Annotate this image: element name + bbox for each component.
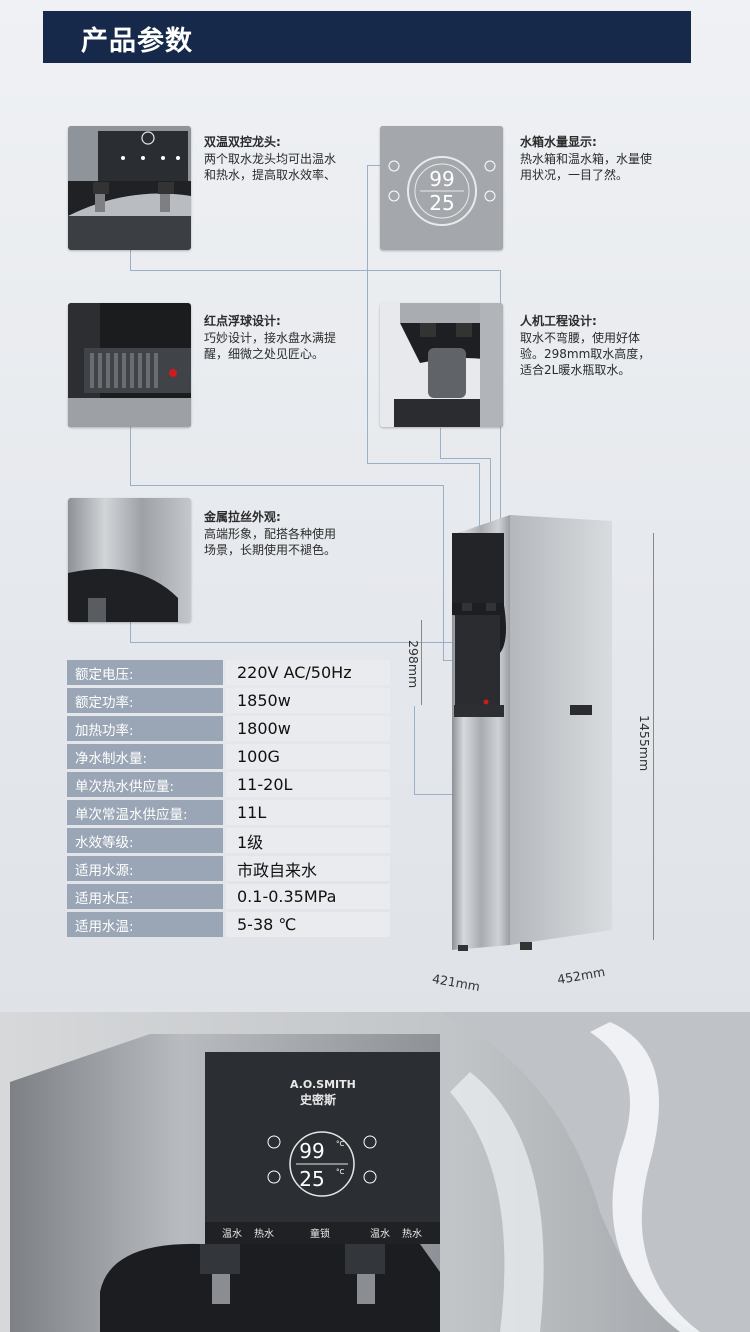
spec-row: 水效等级:1级 (67, 828, 390, 853)
connector-line (414, 706, 415, 794)
connector-line (130, 250, 131, 270)
connector-line (367, 165, 381, 166)
metal-body-thumbnail (68, 498, 191, 622)
brand-en: A.O.SMITH (290, 1078, 356, 1091)
spec-label: 适用水源: (67, 856, 223, 881)
feature-desc: 两个取水龙头均可出温水和热水，提高取水效率、 (204, 152, 337, 182)
panel-button-hot: 热水 (254, 1227, 274, 1240)
display-top-value: 99 (429, 167, 454, 191)
display-bottom-unit: °C (336, 1168, 345, 1176)
spec-value: 1850w (226, 688, 390, 713)
spec-label: 加热功率: (67, 716, 223, 741)
product-parameters-section: 产品参数 双温双控龙头: 两 (0, 0, 750, 1012)
feature-desc: 高端形象，配搭各种使用场景，长期使用不褪色。 (204, 527, 337, 557)
spec-row: 净水制水量:100G (67, 744, 390, 769)
spec-label: 净水制水量: (67, 744, 223, 769)
connector-line (367, 463, 479, 464)
ergonomic-thumbnail (380, 303, 503, 427)
tap-height-dimension-line (421, 620, 422, 705)
feature-desc: 热水箱和温水箱，水量使用状况，一目了然。 (520, 152, 653, 182)
feature-title: 双温双控龙头: (204, 135, 281, 149)
spec-value: 1级 (226, 828, 390, 853)
spec-label: 适用水温: (67, 912, 223, 937)
height-dimension: 1455mm (637, 715, 652, 772)
display-top: 99 (299, 1139, 324, 1163)
feature-title: 红点浮球设计: (204, 314, 281, 328)
connector-line (443, 485, 444, 660)
spec-value: 5-38 ℃ (226, 912, 390, 937)
drip-tray-thumbnail (68, 303, 191, 427)
closeup-photo: A.O.SMITH 史密斯 99 °C 25 °C 温水 热水 童锁 温水 热水 (0, 1012, 750, 1332)
feature-title: 金属拉丝外观: (204, 510, 281, 524)
spec-row: 适用水压:0.1-0.35MPa (67, 884, 390, 909)
panel-button-warm: 温水 (222, 1228, 242, 1240)
feature-title: 人机工程设计: (520, 314, 597, 328)
spec-label: 水效等级: (67, 828, 223, 853)
spec-value: 0.1-0.35MPa (226, 884, 390, 909)
feature-desc: 巧妙设计，接水盘水满提醒，细微之处见匠心。 (204, 331, 337, 361)
spec-row: 额定功率:1850w (67, 688, 390, 713)
spec-row: 适用水温:5-38 ℃ (67, 912, 390, 937)
connector-line (130, 427, 131, 485)
spec-value: 市政自来水 (226, 856, 390, 881)
spec-row: 单次常温水供应量:11L (67, 800, 390, 825)
depth-dimension: 421mm (431, 970, 482, 995)
display-thumbnail: 99 25 (380, 126, 503, 250)
spec-row: 单次热水供应量:11-20L (67, 772, 390, 797)
width-dimension: 452mm (556, 963, 607, 988)
spec-label: 适用水压: (67, 884, 223, 909)
panel-button-childlock: 童锁 (310, 1227, 330, 1240)
connector-line (414, 794, 484, 795)
display-top-unit: °C (336, 1140, 345, 1148)
spec-value: 11L (226, 800, 390, 825)
section-title: 产品参数 (81, 26, 193, 57)
connector-line (130, 622, 131, 642)
connector-line (479, 463, 480, 543)
tap-height-dimension: 298mm (406, 640, 421, 689)
spec-label: 单次常温水供应量: (67, 800, 223, 825)
brand-cn: 史密斯 (300, 1092, 336, 1107)
section-header: 产品参数 (43, 11, 691, 63)
feature-display: 水箱水量显示: 热水箱和温水箱，水量使用状况，一目了然。 (520, 134, 660, 183)
connector-line (440, 458, 490, 459)
feature-desc: 取水不弯腰，使用好体验。298mm取水高度，适合2L暖水瓶取水。 (520, 331, 651, 377)
spec-label: 额定功率: (67, 688, 223, 713)
faucet-thumbnail (68, 126, 191, 250)
connector-line (490, 458, 491, 578)
panel-button-hot-2: 热水 (402, 1227, 422, 1240)
feature-ergonomic: 人机工程设计: 取水不弯腰，使用好体验。298mm取水高度，适合2L暖水瓶取水。 (520, 313, 662, 378)
height-dimension-line (653, 533, 654, 940)
spec-row: 额定电压:220V AC/50Hz (67, 660, 390, 685)
display-bottom-value: 25 (429, 191, 454, 215)
feature-float: 红点浮球设计: 巧妙设计，接水盘水满提醒，细微之处见匠心。 (204, 313, 344, 362)
spec-value: 11-20L (226, 772, 390, 797)
spec-row: 适用水源:市政自来水 (67, 856, 390, 881)
connector-line (130, 270, 500, 271)
connector-line (130, 642, 480, 643)
display-bottom: 25 (299, 1167, 324, 1191)
connector-line (130, 485, 443, 486)
connector-line (367, 165, 368, 463)
feature-metal: 金属拉丝外观: 高端形象，配搭各种使用场景，长期使用不褪色。 (204, 509, 344, 558)
spec-label: 单次热水供应量: (67, 772, 223, 797)
connector-line (440, 428, 441, 458)
feature-title: 水箱水量显示: (520, 135, 597, 149)
spec-value: 1800w (226, 716, 390, 741)
water-dispenser-illustration (452, 515, 612, 951)
spec-value: 220V AC/50Hz (226, 660, 390, 685)
feature-faucet: 双温双控龙头: 两个取水龙头均可出温水和热水，提高取水效率、 (204, 134, 344, 183)
spec-row: 加热功率:1800w (67, 716, 390, 741)
panel-button-warm-2: 温水 (370, 1228, 390, 1240)
spec-label: 额定电压: (67, 660, 223, 685)
spec-value: 100G (226, 744, 390, 769)
